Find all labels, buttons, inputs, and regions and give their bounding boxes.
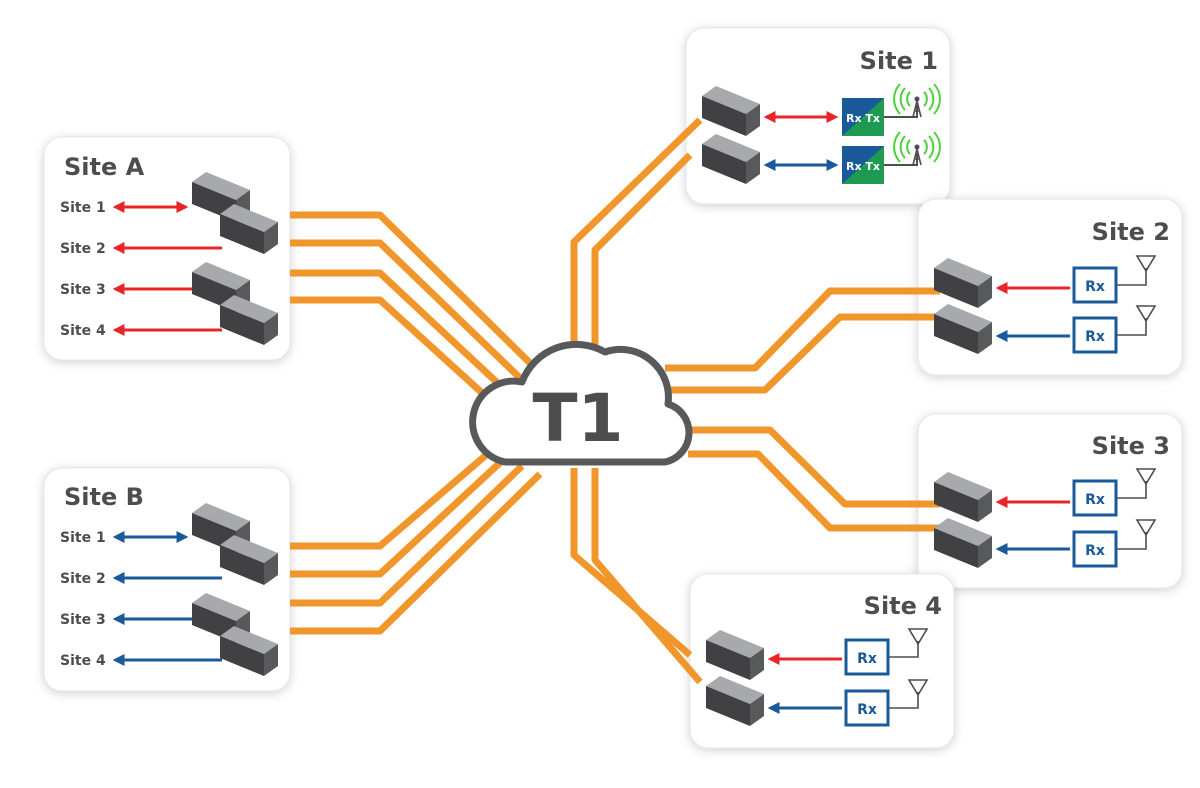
site-b-row-2-label: Site 2 bbox=[60, 571, 106, 587]
site-a-row-2-label: Site 2 bbox=[60, 241, 106, 257]
site-4: Site 4 Rx Rx bbox=[706, 592, 942, 727]
site-b-row-3-label: Site 3 bbox=[60, 612, 106, 628]
antenna-icon bbox=[1116, 468, 1157, 499]
antenna-icon bbox=[1116, 519, 1157, 550]
rxtx-label: Rx Tx bbox=[846, 160, 880, 173]
rx-unit: Rx bbox=[844, 689, 890, 727]
site-3: Site 3 Rx Rx bbox=[934, 432, 1170, 568]
link-site-a-1 bbox=[290, 211, 538, 371]
link-site-a-4 bbox=[290, 296, 495, 405]
link-site-b-1 bbox=[290, 447, 495, 550]
rx-label: Rx bbox=[1085, 279, 1105, 295]
site-a: Site A Site 1 Site 2 Site 3 Site 4 bbox=[60, 153, 278, 345]
link-site-4-b bbox=[591, 468, 703, 685]
rx-label: Rx bbox=[1085, 329, 1105, 345]
broadcast-tower-icon bbox=[884, 131, 941, 166]
site-b-row-1-label: Site 1 bbox=[60, 530, 106, 546]
site-1-title: Site 1 bbox=[860, 47, 938, 75]
site-1: Site 1 Rx Tx Rx Tx bbox=[702, 47, 941, 184]
t1-cloud: T1 bbox=[469, 340, 693, 466]
rx-label: Rx bbox=[1085, 543, 1105, 559]
link-site-a-2 bbox=[290, 239, 523, 381]
link-site-b-4 bbox=[290, 471, 543, 635]
link-site-4-a bbox=[570, 468, 693, 658]
link-site-b-3 bbox=[290, 463, 525, 607]
antenna-icon bbox=[888, 628, 929, 658]
site-b-row-4-label: Site 4 bbox=[60, 653, 106, 669]
site-b-title: Site B bbox=[64, 483, 144, 511]
link-site-a-3 bbox=[290, 269, 508, 393]
rx-unit: Rx bbox=[1072, 479, 1118, 517]
link-site-3-b bbox=[688, 450, 940, 532]
site-2: Site 2 Rx Rx bbox=[934, 218, 1170, 354]
link-site-1-b bbox=[591, 152, 693, 345]
site-a-row-1-label: Site 1 bbox=[60, 200, 106, 216]
rx-label: Rx bbox=[1085, 492, 1105, 508]
antenna-icon bbox=[1116, 305, 1157, 336]
rx-unit: Rx bbox=[844, 638, 890, 676]
site-3-title: Site 3 bbox=[1092, 432, 1170, 460]
rx-unit: Rx bbox=[1072, 266, 1118, 304]
antenna-icon bbox=[1116, 255, 1157, 286]
rx-unit: Rx bbox=[1072, 530, 1118, 568]
site-b: Site B Site 1 Site 2 Site 3 Site 4 bbox=[60, 483, 278, 676]
site-a-title: Site A bbox=[64, 153, 145, 181]
broadcast-tower-icon bbox=[884, 83, 941, 118]
cloud-label: T1 bbox=[533, 380, 624, 457]
rxtx-unit: Rx Tx bbox=[842, 98, 884, 136]
rx-label: Rx bbox=[857, 702, 877, 718]
rx-unit: Rx bbox=[1072, 316, 1118, 354]
cloud-icon bbox=[469, 340, 693, 466]
site-2-title: Site 2 bbox=[1092, 218, 1170, 246]
rxtx-label: Rx Tx bbox=[846, 112, 880, 125]
antenna-icon bbox=[888, 679, 929, 709]
link-site-3-a bbox=[690, 426, 940, 508]
rxtx-unit: Rx Tx bbox=[842, 146, 884, 184]
rx-label: Rx bbox=[857, 651, 877, 667]
site-a-row-3-label: Site 3 bbox=[60, 282, 106, 298]
link-site-2-a bbox=[665, 287, 940, 372]
site-4-title: Site 4 bbox=[864, 592, 942, 620]
site-a-row-4-label: Site 4 bbox=[60, 323, 106, 339]
link-site-b-2 bbox=[290, 455, 508, 578]
link-site-1-a bbox=[570, 117, 703, 350]
link-site-2-b bbox=[668, 313, 940, 394]
t1-links bbox=[290, 117, 940, 685]
